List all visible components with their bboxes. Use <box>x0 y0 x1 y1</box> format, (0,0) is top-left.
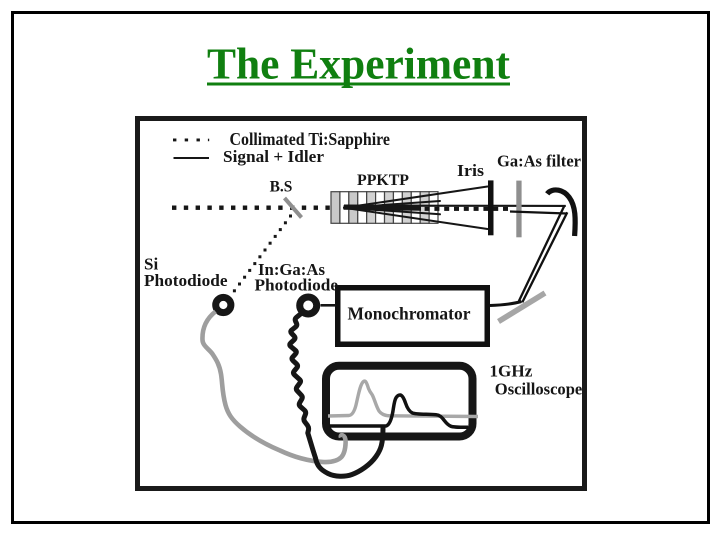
svg-text:In:Ga:As: In:Ga:As <box>258 260 325 279</box>
svg-text:Si: Si <box>144 255 158 274</box>
svg-text:Iris: Iris <box>457 161 485 180</box>
svg-text:Oscilloscope: Oscilloscope <box>495 380 583 399</box>
svg-text:Photodiode: Photodiode <box>255 276 339 295</box>
svg-text:Photodiode: Photodiode <box>144 271 228 290</box>
svg-text:Signal + Idler: Signal + Idler <box>223 147 324 166</box>
svg-text:Collimated Ti:Sapphire: Collimated Ti:Sapphire <box>230 129 391 149</box>
svg-text:B.S: B.S <box>270 179 293 196</box>
svg-text:Monochromator: Monochromator <box>348 304 471 324</box>
svg-text:PPKTP: PPKTP <box>357 172 409 189</box>
svg-text:1GHz: 1GHz <box>490 362 533 381</box>
svg-text:Ga:As filter: Ga:As filter <box>497 152 581 171</box>
svg-text:The Experiment: The Experiment <box>207 40 510 89</box>
